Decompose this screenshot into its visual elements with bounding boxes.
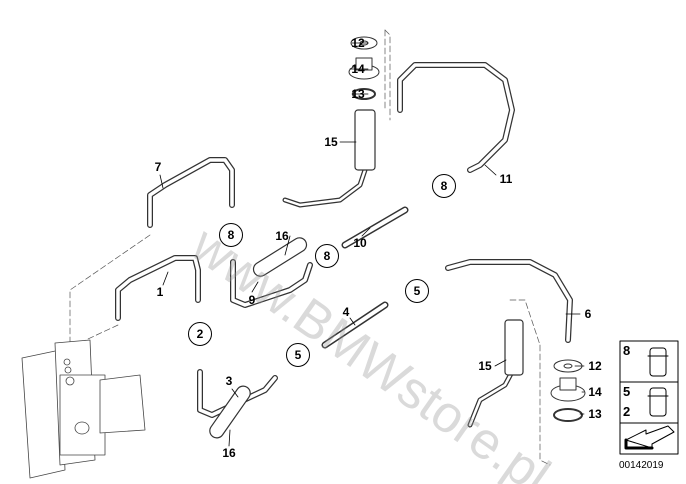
brake-line-3 [197, 369, 278, 418]
brake-hose-6 [445, 259, 573, 343]
callout-label: 16 [222, 446, 236, 460]
callout-label: 9 [248, 293, 256, 307]
diagram-id: 00142019 [619, 460, 664, 471]
callout-label: 11 [499, 172, 513, 186]
inset-label: 2 [623, 404, 631, 419]
callout-label: 3 [225, 374, 233, 388]
callout-circled: 8 [219, 223, 243, 247]
callout-circled: 2 [188, 322, 212, 346]
callout-label: 12 [351, 36, 365, 50]
callout-label: 13 [351, 87, 365, 101]
callout-label: 14 [351, 62, 365, 76]
callout-label: 15 [478, 359, 492, 373]
callout-label: 13 [588, 407, 602, 421]
callout-circled: 5 [286, 343, 310, 367]
holder-15 [354, 109, 376, 171]
callout-label: 10 [353, 236, 367, 250]
callout-label: 6 [584, 307, 592, 321]
brake-hose-15-top [282, 167, 368, 208]
brake-line-10 [341, 206, 409, 249]
callout-label: 7 [154, 160, 162, 174]
callout-label: 16 [275, 229, 289, 243]
inset-box [619, 340, 679, 455]
callout-circled: 8 [432, 174, 456, 198]
callout-label: 15 [324, 135, 338, 149]
brake-line-9 [230, 259, 313, 308]
abs-hydraulic-unit [21, 339, 146, 479]
protective-sleeve-16 [252, 237, 308, 277]
protective-sleeve-16 [209, 385, 251, 439]
brake-line-7 [147, 157, 235, 228]
brake-line-1 [115, 255, 201, 321]
brake-hose-15-bottom [467, 367, 516, 428]
inset-label: 5 [623, 384, 631, 399]
inset-label: 8 [623, 343, 631, 358]
callout-label: 4 [342, 305, 350, 319]
brake-hose-11 [397, 62, 515, 173]
callout-label: 14 [588, 385, 602, 399]
callout-label: 12 [588, 359, 602, 373]
callout-label: 1 [156, 285, 164, 299]
holder-15 [504, 319, 524, 376]
callout-circled: 5 [405, 279, 429, 303]
callout-circled: 8 [315, 244, 339, 268]
